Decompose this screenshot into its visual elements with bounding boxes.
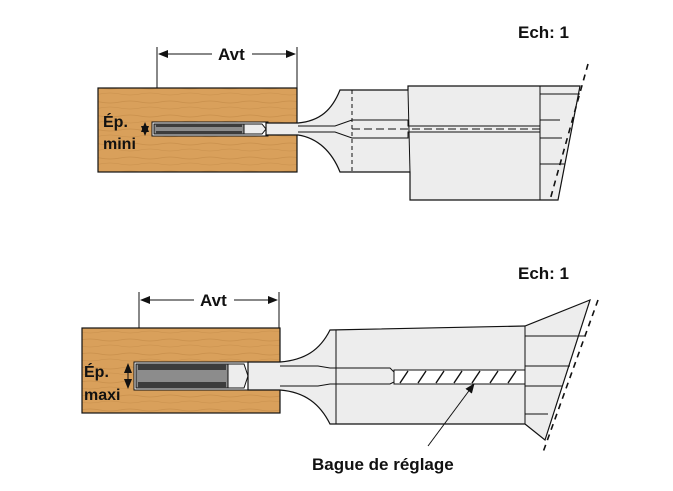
top-break-line	[549, 63, 589, 201]
bottom-thickness-label-2: maxi	[84, 387, 120, 404]
adjustment-ring	[393, 369, 526, 385]
bottom-thickness-label-1: Ép.	[84, 362, 109, 381]
top-scale-label: Ech: 1	[518, 23, 569, 42]
bottom-cutter-blade	[135, 363, 249, 389]
top-router-bit	[265, 85, 581, 201]
top-bit-details	[298, 86, 580, 200]
bottom-scale-label: Ech: 1	[518, 264, 569, 283]
top-depth-dimension: Avt	[156, 44, 298, 118]
bottom-figure: Ech: 1 Avt Ép. maxi	[81, 264, 599, 474]
top-depth-label: Avt	[218, 45, 245, 64]
bottom-depth-dimension: Avt	[138, 290, 280, 362]
top-figure: Ech: 1 Avt Ép. mini	[97, 23, 589, 201]
bottom-break-line	[541, 299, 599, 456]
ring-leader-line	[427, 383, 475, 447]
top-cutter-blade	[153, 123, 267, 135]
top-thickness-label-2: mini	[103, 136, 136, 153]
bottom-depth-label: Avt	[200, 291, 227, 310]
ring-label: Bague de réglage	[312, 455, 454, 474]
bottom-bit-details	[280, 326, 585, 424]
top-thickness-label-1: Ép.	[103, 112, 128, 131]
